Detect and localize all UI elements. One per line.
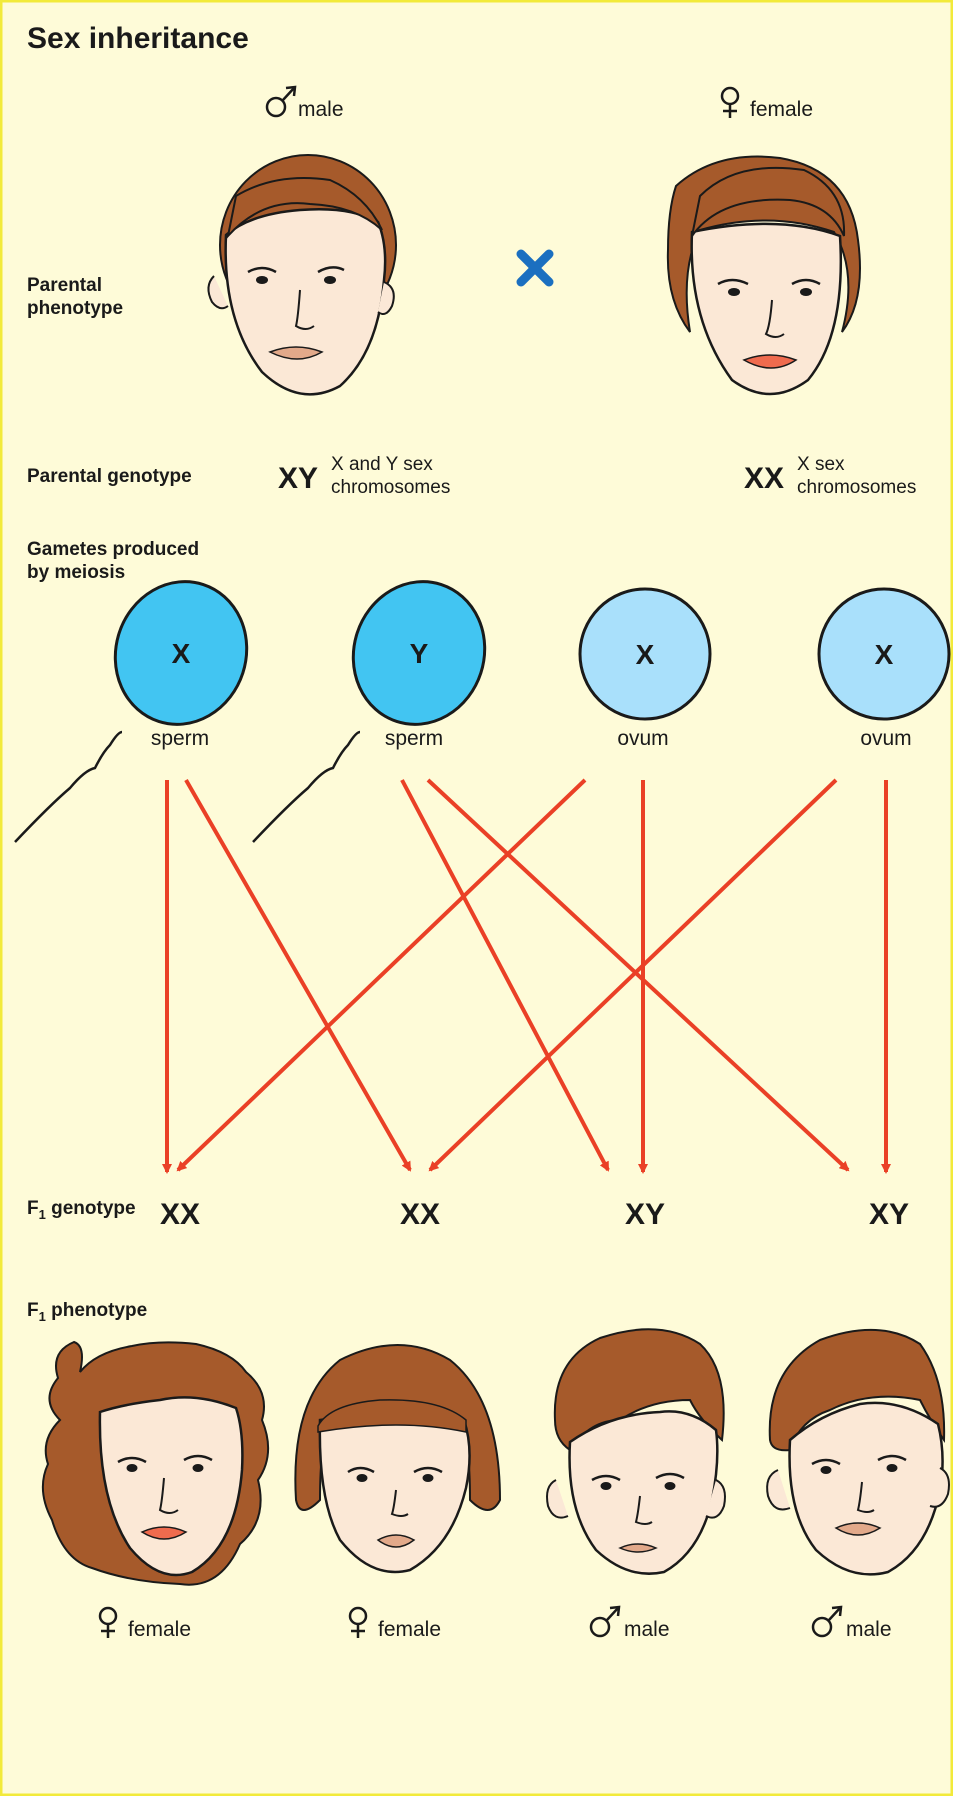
- row-label-f1-phenotype: F1 phenotype: [27, 1300, 147, 1324]
- row-label-parental-phenotype-line2: phenotype: [27, 298, 123, 319]
- female-genotype: XX: [744, 462, 784, 495]
- row-label-gametes-line2: by meiosis: [27, 562, 125, 583]
- gamete-name: sperm: [385, 727, 443, 750]
- male-genotype-note-line1: X and Y sex: [331, 454, 433, 475]
- female-label: female: [750, 98, 813, 121]
- male-genotype: XY: [278, 462, 318, 495]
- gamete-letter: X: [636, 639, 655, 670]
- female-genotype-note-line1: X sex: [797, 454, 845, 475]
- gamete-name: ovum: [617, 727, 668, 750]
- male-genotype-note-line2: chromosomes: [331, 477, 450, 498]
- f1-genotype-4: XY: [869, 1198, 909, 1231]
- child-sex-text: female: [378, 1618, 441, 1641]
- diagram-title: Sex inheritance: [27, 22, 249, 55]
- gamete-name: ovum: [860, 727, 911, 750]
- f1-genotype-3: XY: [625, 1198, 665, 1231]
- row-label-gametes-line1: Gametes produced: [27, 539, 199, 560]
- row-label-parental-phenotype-line1: Parental: [27, 275, 102, 296]
- child-sex-text: female: [128, 1618, 191, 1641]
- child-sex-text: male: [624, 1618, 670, 1641]
- row-label-parental-genotype: Parental genotype: [27, 466, 192, 487]
- child-face-1: [43, 1342, 268, 1585]
- f1-genotype-2: XX: [400, 1198, 440, 1231]
- female-genotype-note-line2: chromosomes: [797, 477, 916, 498]
- f1-genotype-1: XX: [160, 1198, 200, 1231]
- gamete-name: sperm: [151, 727, 209, 750]
- child-sex-text: male: [846, 1618, 892, 1641]
- male-label: male: [298, 98, 344, 121]
- gamete-letter: X: [875, 639, 894, 670]
- gamete-letter: X: [172, 638, 191, 669]
- gamete-letter: Y: [410, 638, 429, 669]
